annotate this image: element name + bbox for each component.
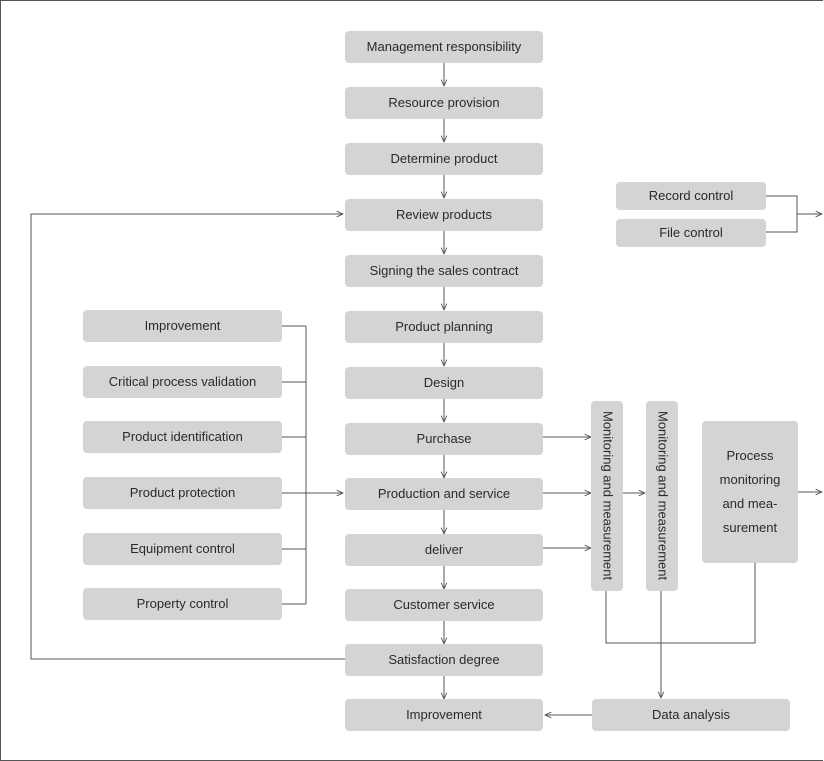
production-and-service-box: Production and service (345, 478, 543, 510)
monitoring-measurement-box-2: Monitoring and measurement (646, 401, 678, 591)
process-monitoring-box: Process monitoring and mea-surement (702, 421, 798, 563)
management-responsibility-box: Management responsibility (345, 31, 543, 63)
final-improvement-box: Improvement (345, 699, 543, 731)
satisfaction-degree-box: Satisfaction degree (345, 644, 543, 676)
purchase-box: Purchase (345, 423, 543, 455)
resource-provision-box: Resource provision (345, 87, 543, 119)
record-control-box: Record control (616, 182, 766, 210)
product-protection-box: Product protection (83, 477, 282, 509)
data-analysis-box: Data analysis (592, 699, 790, 731)
support-improvement-box: Improvement (83, 310, 282, 342)
customer-service-box: Customer service (345, 589, 543, 621)
signing-sales-contract-box: Signing the sales contract (345, 255, 543, 287)
review-products-box: Review products (345, 199, 543, 231)
monitoring-measurement-box-1: Monitoring and measurement (591, 401, 623, 591)
file-control-box: File control (616, 219, 766, 247)
product-planning-box: Product planning (345, 311, 543, 343)
critical-process-validation-box: Critical process validation (83, 366, 282, 398)
product-identification-box: Product identification (83, 421, 282, 453)
determine-product-box: Determine product (345, 143, 543, 175)
equipment-control-box: Equipment control (83, 533, 282, 565)
deliver-box: deliver (345, 534, 543, 566)
design-box: Design (345, 367, 543, 399)
property-control-box: Property control (83, 588, 282, 620)
